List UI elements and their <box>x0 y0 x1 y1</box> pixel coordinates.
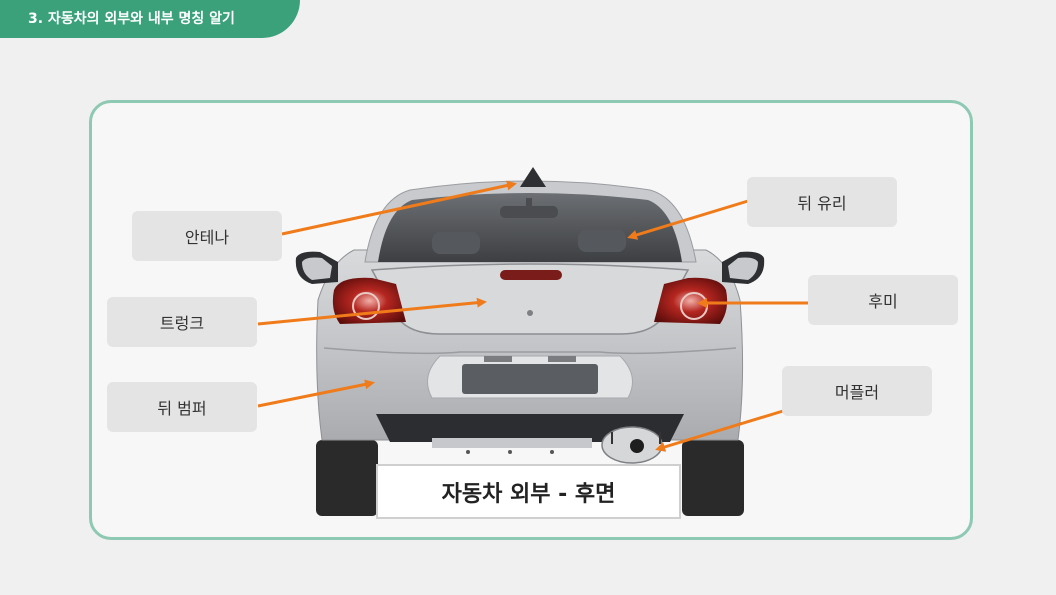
left-tire <box>316 440 378 516</box>
arrow-rear-glass <box>627 199 749 240</box>
license-plate <box>462 364 598 394</box>
arrow-rear-bumper <box>257 379 375 408</box>
label-muffler: 머플러 <box>782 366 932 416</box>
headrest-left <box>432 232 480 254</box>
rear-bumper <box>323 347 737 355</box>
arrow-muffler <box>655 409 784 452</box>
interior-mirror <box>500 206 558 218</box>
arrow-antenna <box>281 180 517 236</box>
label-tail-light: 후미 <box>808 275 958 325</box>
section-header: 3. 자동차의 외부와 내부 명칭 알기 <box>0 0 300 38</box>
label-antenna: 안테나 <box>132 211 282 261</box>
trunk-lock <box>527 310 533 316</box>
diagram-caption: 자동차 외부 - 후면 <box>376 464 681 519</box>
brake-light <box>500 270 562 280</box>
right-tire <box>682 440 744 516</box>
headrest-right <box>578 230 626 252</box>
antenna-icon <box>520 167 546 187</box>
label-rear-bumper: 뒤 범퍼 <box>107 382 257 432</box>
label-trunk: 트렁크 <box>107 297 257 347</box>
right-tail-light <box>654 277 728 324</box>
arrow-trunk <box>257 297 487 326</box>
label-rear-glass: 뒤 유리 <box>747 177 897 227</box>
